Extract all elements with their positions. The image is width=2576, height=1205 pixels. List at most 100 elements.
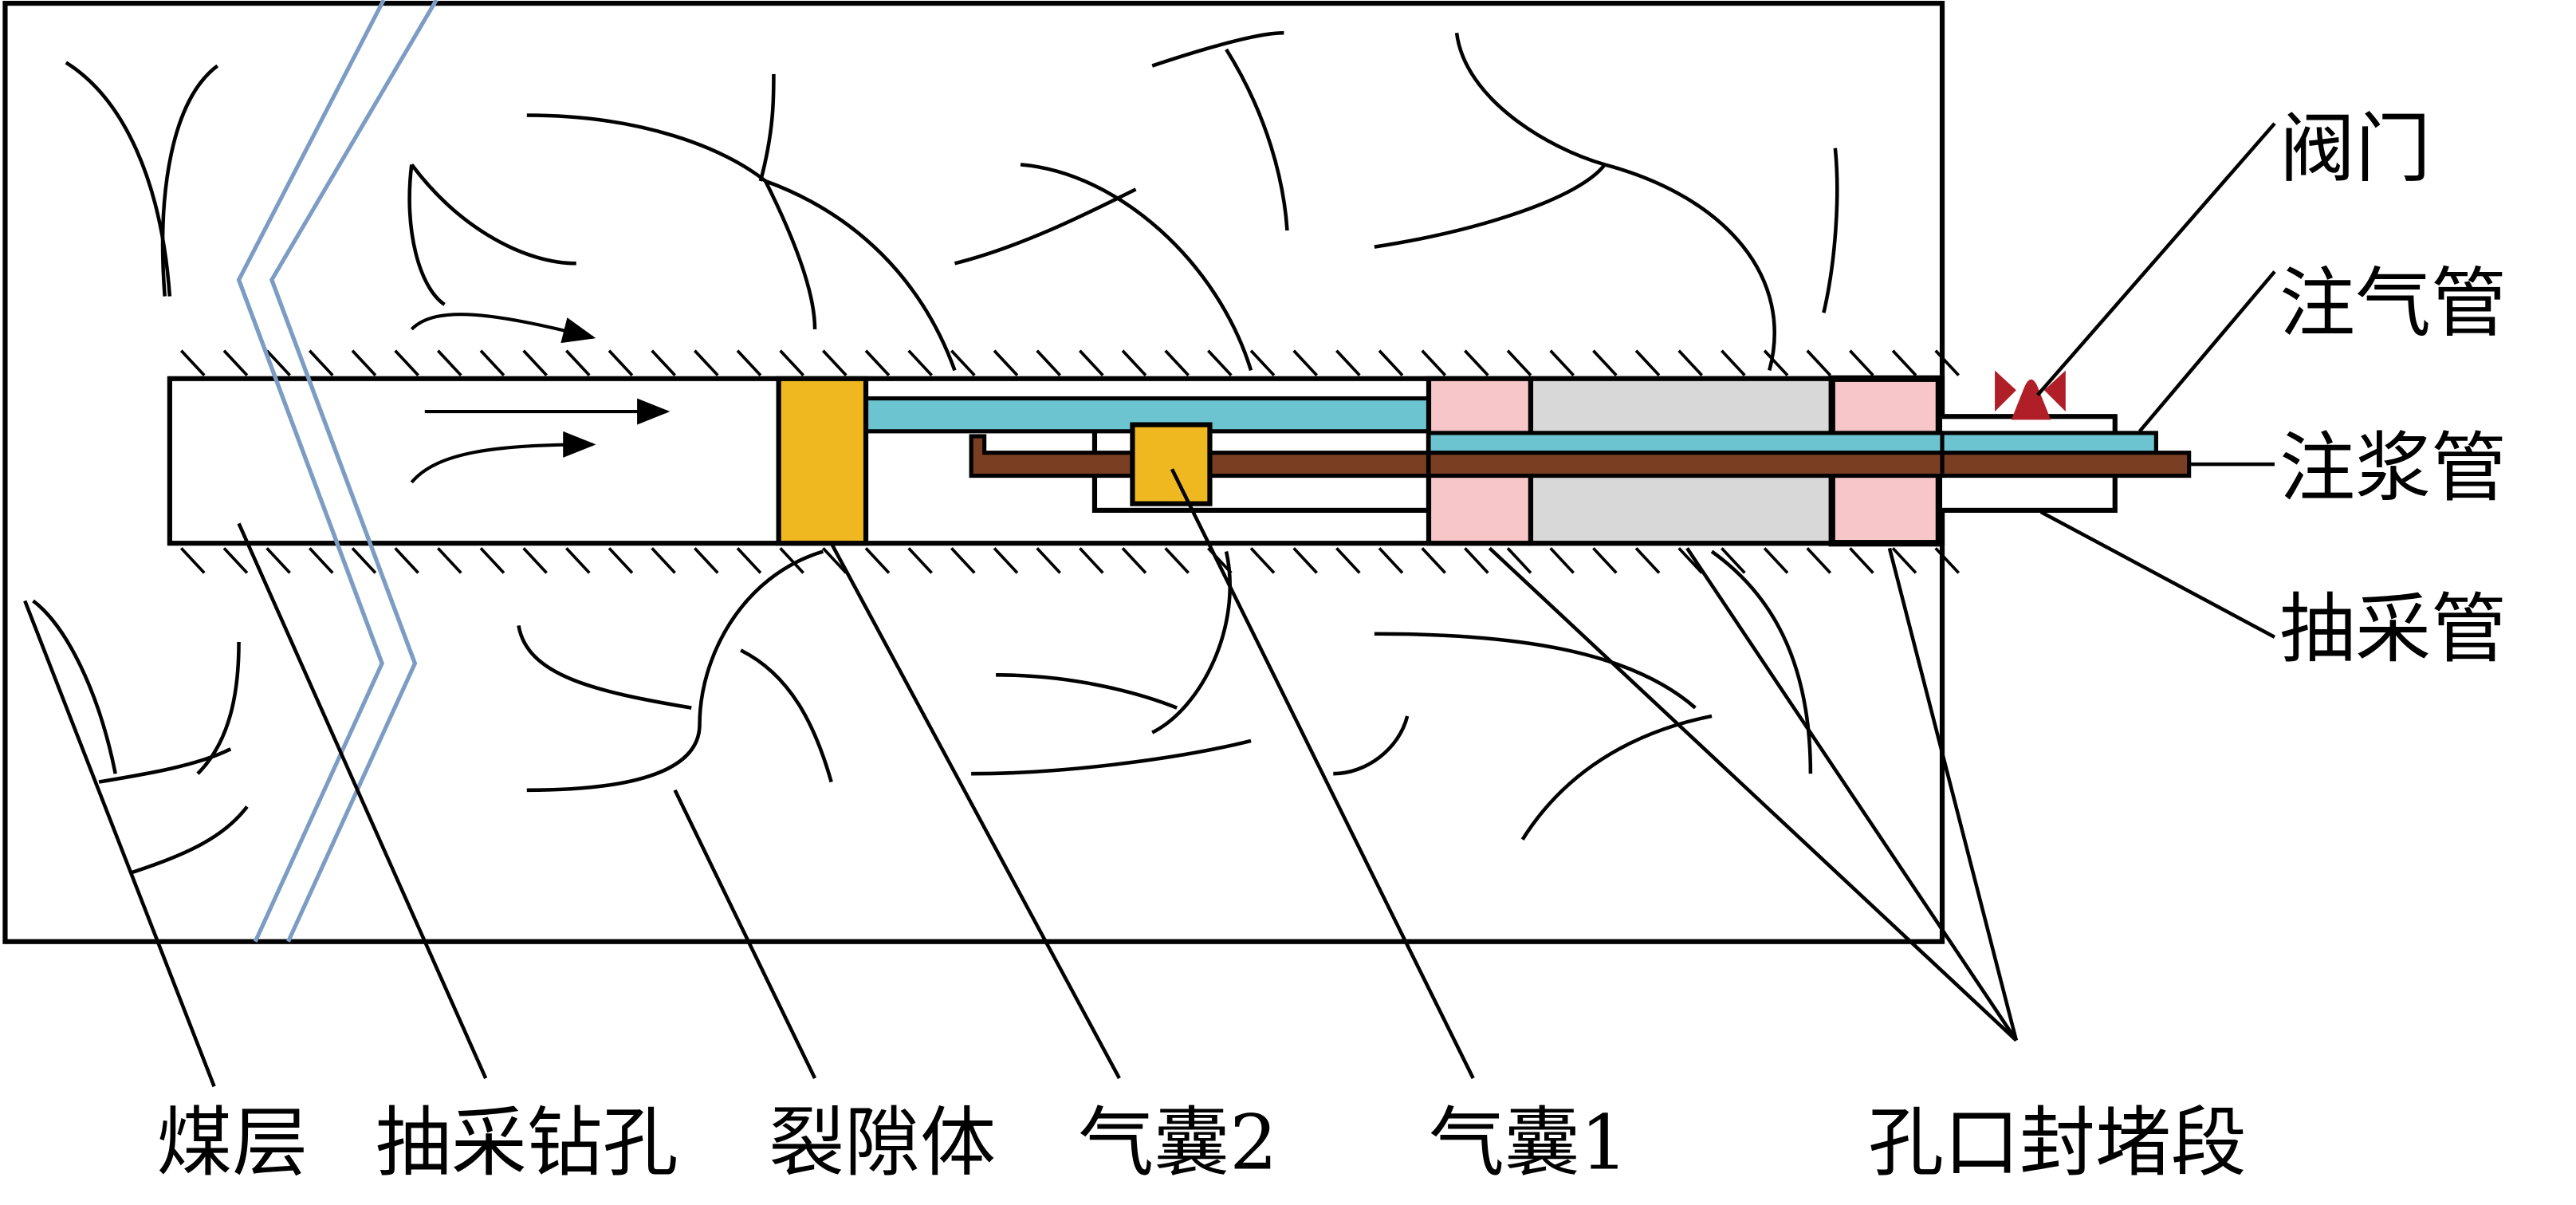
hatch-mark: [1806, 349, 1832, 376]
airbag-2: [776, 376, 869, 546]
hatch-mark: [522, 349, 548, 376]
hatch-mark: [993, 349, 1019, 376]
hatch-mark: [1121, 349, 1147, 376]
hatch-mark: [1549, 547, 1575, 574]
hatch-mark: [1121, 547, 1147, 574]
hatch-mark: [564, 349, 591, 376]
hatch-mark: [1378, 547, 1404, 574]
hatch-mark: [1292, 349, 1318, 376]
hatch-mark: [1249, 349, 1276, 376]
hatch-mark: [522, 547, 548, 574]
hatch-mark: [1934, 349, 1961, 376]
hatch-mark: [436, 349, 462, 376]
airbag-1: [1130, 422, 1213, 506]
hatch-mark: [222, 547, 249, 574]
hatch-mark: [394, 547, 419, 574]
hatch-mark: [950, 349, 976, 376]
hatch-mark: [1763, 349, 1789, 376]
label-gas-injection-pipe: 注气管: [2279, 260, 2507, 348]
hatch-mark: [436, 547, 462, 574]
hatch-mark: [479, 547, 505, 574]
hatch-mark: [479, 349, 505, 376]
hatch-mark: [1164, 547, 1190, 574]
hatch-mark: [736, 547, 762, 574]
hatch-mark: [265, 349, 291, 376]
hatch-mark: [1506, 349, 1532, 376]
hatch-mark: [1849, 349, 1874, 376]
hatch-mark: [1378, 349, 1404, 376]
hatch-mark: [1249, 547, 1276, 574]
hatch-mark: [1721, 349, 1746, 376]
hatch-mark: [1506, 547, 1532, 574]
fracture-curves: [32, 31, 1839, 875]
hatch-mark: [1079, 349, 1104, 376]
hatch-mark: [1763, 547, 1789, 574]
hatch-mark: [308, 547, 334, 574]
hatch-mark: [651, 547, 676, 574]
label-fractured-zone: 裂隙体: [769, 1100, 996, 1187]
hatch-mark: [1592, 349, 1618, 376]
hatch-mark: [907, 547, 933, 574]
hatch-mark: [1721, 547, 1746, 574]
label-grouting-pipe: 注浆管: [2279, 424, 2507, 512]
fault-lines-in-borehole: [237, 279, 417, 664]
hatch-mark: [1036, 547, 1061, 574]
gas-flow-arrows: [410, 313, 671, 484]
hatch-mark: [1677, 349, 1704, 376]
hatch-mark: [608, 349, 634, 376]
hatch-mark: [950, 547, 976, 574]
borehole-wall-hatching: [179, 349, 1961, 574]
hatch-mark: [1677, 547, 1704, 574]
hatch-mark: [1164, 349, 1190, 376]
hatch-mark: [1549, 349, 1575, 376]
hatch-mark: [736, 349, 762, 376]
hatch-mark: [394, 349, 419, 376]
leader-lines: [23, 122, 2276, 1088]
hatch-mark: [564, 547, 591, 574]
hatch-mark: [1634, 547, 1661, 574]
hatch-mark: [1891, 349, 1917, 376]
label-coal-seam: 煤层: [156, 1100, 308, 1187]
grout-pipe-through-seal: [1426, 451, 1945, 478]
hatch-mark: [1891, 547, 1917, 574]
hatch-mark: [864, 547, 891, 574]
hatch-mark: [1421, 547, 1446, 574]
hatch-mark: [265, 547, 291, 574]
hatch-mark: [179, 547, 206, 574]
hatch-mark: [179, 349, 206, 376]
hatch-mark: [1806, 547, 1832, 574]
label-hole-sealing-section: 孔口封堵段: [1868, 1100, 2247, 1187]
hatch-mark: [779, 349, 804, 376]
hatch-mark: [1036, 349, 1061, 376]
hatch-mark: [1421, 349, 1446, 376]
hatch-mark: [864, 349, 891, 376]
hatch-mark: [308, 349, 334, 376]
hatch-mark: [693, 349, 719, 376]
hatch-mark: [1335, 349, 1361, 376]
hatch-mark: [351, 349, 377, 376]
label-extraction-pipe: 抽采管: [2279, 586, 2507, 674]
hatch-mark: [1292, 547, 1318, 574]
hatch-mark: [822, 349, 848, 376]
label-extraction-borehole: 抽采钻孔: [376, 1100, 678, 1187]
hatch-mark: [651, 349, 676, 376]
hatch-mark: [222, 349, 249, 376]
hatch-mark: [993, 547, 1019, 574]
label-airbag-1: 气囊1: [1429, 1100, 1628, 1187]
hatch-mark: [1464, 349, 1489, 376]
hatch-mark: [1849, 547, 1874, 574]
label-airbag-2: 气囊2: [1078, 1100, 1277, 1187]
hatch-mark: [1934, 547, 1961, 574]
valve-icon: [1995, 370, 2066, 420]
hatch-mark: [351, 547, 377, 574]
hatch-mark: [608, 547, 634, 574]
hatch-mark: [1464, 547, 1489, 574]
hatch-mark: [822, 547, 848, 574]
hatch-mark: [1207, 349, 1233, 376]
hatch-mark: [1079, 547, 1104, 574]
label-valve: 阀门: [2279, 105, 2431, 193]
hatch-mark: [779, 547, 804, 574]
hatch-mark: [693, 547, 719, 574]
hatch-mark: [1592, 547, 1618, 574]
